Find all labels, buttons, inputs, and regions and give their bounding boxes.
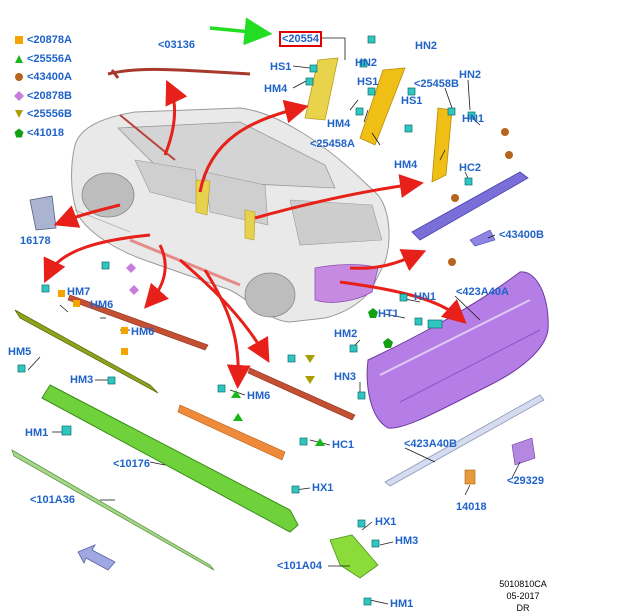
label-hx1: HX1 [312, 482, 334, 494]
legend-pentagon-icon [14, 128, 24, 137]
label-hm4: HM4 [264, 83, 288, 95]
label-hs1: HS1 [401, 95, 423, 107]
label-hm2: HM2 [334, 328, 358, 340]
label-hm6: HM6 [90, 299, 114, 311]
label-hm6: HM6 [131, 326, 155, 338]
label-101a36: <101A36 [30, 494, 75, 506]
legend-label: <20878B [27, 89, 72, 102]
legend-label: <43400A [27, 71, 72, 83]
legend-label: <41018 [27, 126, 65, 139]
legend-square-icon [15, 36, 23, 44]
callout-arrows [43, 79, 467, 389]
legend-triangle-down-icon [15, 110, 23, 118]
label-hm1: HM1 [25, 427, 49, 439]
legend-label: <25556A [27, 52, 72, 65]
label-hn3: HN3 [334, 371, 357, 383]
label-hm4: HM4 [394, 159, 418, 171]
fastener-clips [17, 35, 476, 606]
label-hm3: HM3 [70, 374, 94, 386]
label-hm4: HM4 [327, 118, 351, 130]
label-20554-highlighted: <20554 [279, 31, 323, 47]
leader-lines [27, 37, 521, 605]
diagram-date: 05-2017 [506, 591, 540, 601]
diagram-code: 5010810CA [499, 579, 547, 589]
label-16178: 16178 [20, 235, 51, 247]
view-direction-arrow [77, 544, 116, 571]
legend-circle-icon [15, 73, 23, 81]
label-hc2: HC2 [459, 162, 482, 174]
legend-diamond-icon [14, 90, 24, 101]
label-hn2: HN2 [415, 40, 438, 52]
legend-label: <20878A [27, 34, 72, 46]
diagram-author: DR [516, 603, 530, 613]
label-10176: <10176 [113, 458, 151, 470]
label-hm7: HM7 [67, 286, 91, 298]
label-hn2: HN2 [459, 69, 482, 81]
legend-label: <25556B [27, 108, 72, 120]
label-hs1: HS1 [357, 76, 379, 88]
label-25458a: <25458A [310, 138, 355, 150]
label-hs1: HS1 [270, 61, 292, 73]
label-25458b: <25458B [414, 78, 459, 90]
label-hn1: HN1 [462, 113, 485, 125]
label-hm5: HM5 [8, 346, 32, 358]
label-hm3: HM3 [395, 535, 419, 547]
marker-symbols [58, 128, 513, 485]
label-14018: 14018 [456, 501, 487, 513]
label-43400b: <43400B [499, 229, 544, 241]
label-hc1: HC1 [332, 439, 355, 451]
label-03136: <03136 [158, 39, 196, 51]
label-hm6: HM6 [247, 390, 271, 402]
label-hx1: HX1 [375, 516, 397, 528]
label-423a40a: <423A40A [456, 286, 509, 298]
label-hn2: HN2 [355, 57, 378, 69]
legend-triangle-icon [15, 54, 23, 63]
label-101a04: <101A04 [277, 560, 322, 572]
label-hn1: HN1 [414, 291, 437, 303]
label-29329: <29329 [507, 475, 545, 487]
label-423a40b: <423A40B [404, 438, 457, 450]
label-hm1: HM1 [390, 598, 414, 610]
label-ht1: HT1 [378, 308, 399, 320]
